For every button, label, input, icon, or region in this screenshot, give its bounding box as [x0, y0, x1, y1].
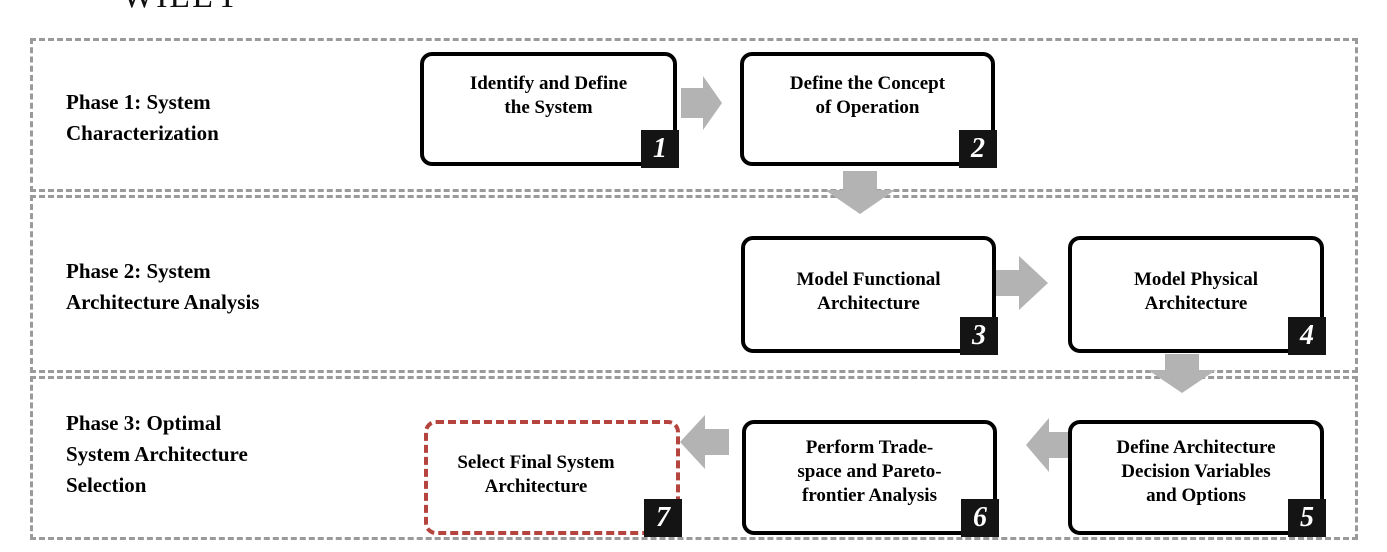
- step-7-line: Architecture: [484, 475, 588, 497]
- step-3-line: Architecture: [817, 293, 920, 314]
- step-2-line: of Operation: [815, 97, 920, 118]
- phase-2-box: [30, 195, 1358, 373]
- step-1-box: Identify and Define the System 1: [420, 52, 679, 168]
- step-6-line: frontier Analysis: [802, 485, 937, 506]
- step-2-line: Define the Concept: [789, 73, 946, 94]
- step-4-number-badge: 4: [1288, 317, 1326, 355]
- phase-1-box: [30, 38, 1358, 192]
- step-7-line: Select Final System: [457, 451, 615, 473]
- step-5-line: Define Architecture: [1116, 437, 1276, 458]
- step-5-number-badge: 5: [1288, 499, 1326, 537]
- step-4-line: Architecture: [1144, 293, 1248, 314]
- phase-3-label: Phase 3: Optimal System Architecture Sel…: [66, 408, 248, 501]
- step-3-text: Model Functional Architecture: [796, 256, 940, 316]
- phase-3-label-line: Selection: [66, 473, 147, 497]
- step-1-text: Identify and Define the System: [470, 72, 627, 120]
- phase-1-label-line: Phase 1: System: [66, 90, 211, 114]
- phase-3-label-line: System Architecture: [66, 442, 248, 466]
- arrow-down-2-to-3: [825, 171, 895, 214]
- step-5-text: Define Architecture Decision Variables a…: [1116, 436, 1275, 508]
- step-7-box: Select Final System Architecture 7: [424, 420, 682, 537]
- step-2-number-badge: 2: [959, 130, 997, 168]
- step-5-box: Define Architecture Decision Variables a…: [1068, 420, 1326, 537]
- step-4-box: Model Physical Architecture 4: [1068, 236, 1326, 355]
- step-4-text: Model Physical Architecture: [1134, 256, 1258, 316]
- step-3-line: Model Functional: [796, 269, 941, 290]
- step-1-line: the System: [504, 97, 593, 118]
- arrow-left-5-to-6: [1026, 418, 1072, 472]
- arrow-left-6-to-7: [680, 415, 729, 469]
- step-5-line: and Options: [1146, 485, 1246, 506]
- step-5-line: Decision Variables: [1121, 461, 1271, 482]
- step-7-text: Select Final System Architecture: [457, 451, 614, 499]
- phase-3-label-line: Phase 3: Optimal: [66, 411, 222, 435]
- arrow-down-4-to-5: [1148, 354, 1216, 393]
- arrow-right-3-to-4: [993, 256, 1048, 310]
- step-1-line: Identify and Define: [469, 73, 628, 94]
- phase-2-label-line: Architecture Analysis: [66, 290, 260, 314]
- step-4-line: Model Physical: [1133, 269, 1259, 290]
- phase-3-box: [30, 376, 1358, 540]
- phase-1-label: Phase 1: System Characterization: [66, 87, 219, 149]
- step-2-text: Define the Concept of Operation: [790, 72, 945, 120]
- phase-2-label-line: Phase 2: System: [66, 259, 211, 283]
- phase-2-label: Phase 2: System Architecture Analysis: [66, 256, 259, 318]
- step-7-number-badge: 7: [644, 499, 682, 537]
- step-6-line: Perform Trade-: [805, 437, 934, 458]
- publisher-watermark: WILEY: [122, 0, 242, 14]
- step-3-number-badge: 3: [960, 317, 998, 355]
- step-3-box: Model Functional Architecture 3: [741, 236, 998, 355]
- step-1-number-badge: 1: [641, 130, 679, 168]
- step-6-line: space and Pareto-: [797, 461, 942, 482]
- step-6-text: Perform Trade- space and Pareto- frontie…: [797, 436, 941, 508]
- step-6-box: Perform Trade- space and Pareto- frontie…: [742, 420, 999, 537]
- phase-1-label-line: Characterization: [66, 121, 219, 145]
- arrow-right-1-to-2: [681, 76, 722, 130]
- step-6-number-badge: 6: [961, 499, 999, 537]
- step-2-box: Define the Concept of Operation 2: [740, 52, 997, 168]
